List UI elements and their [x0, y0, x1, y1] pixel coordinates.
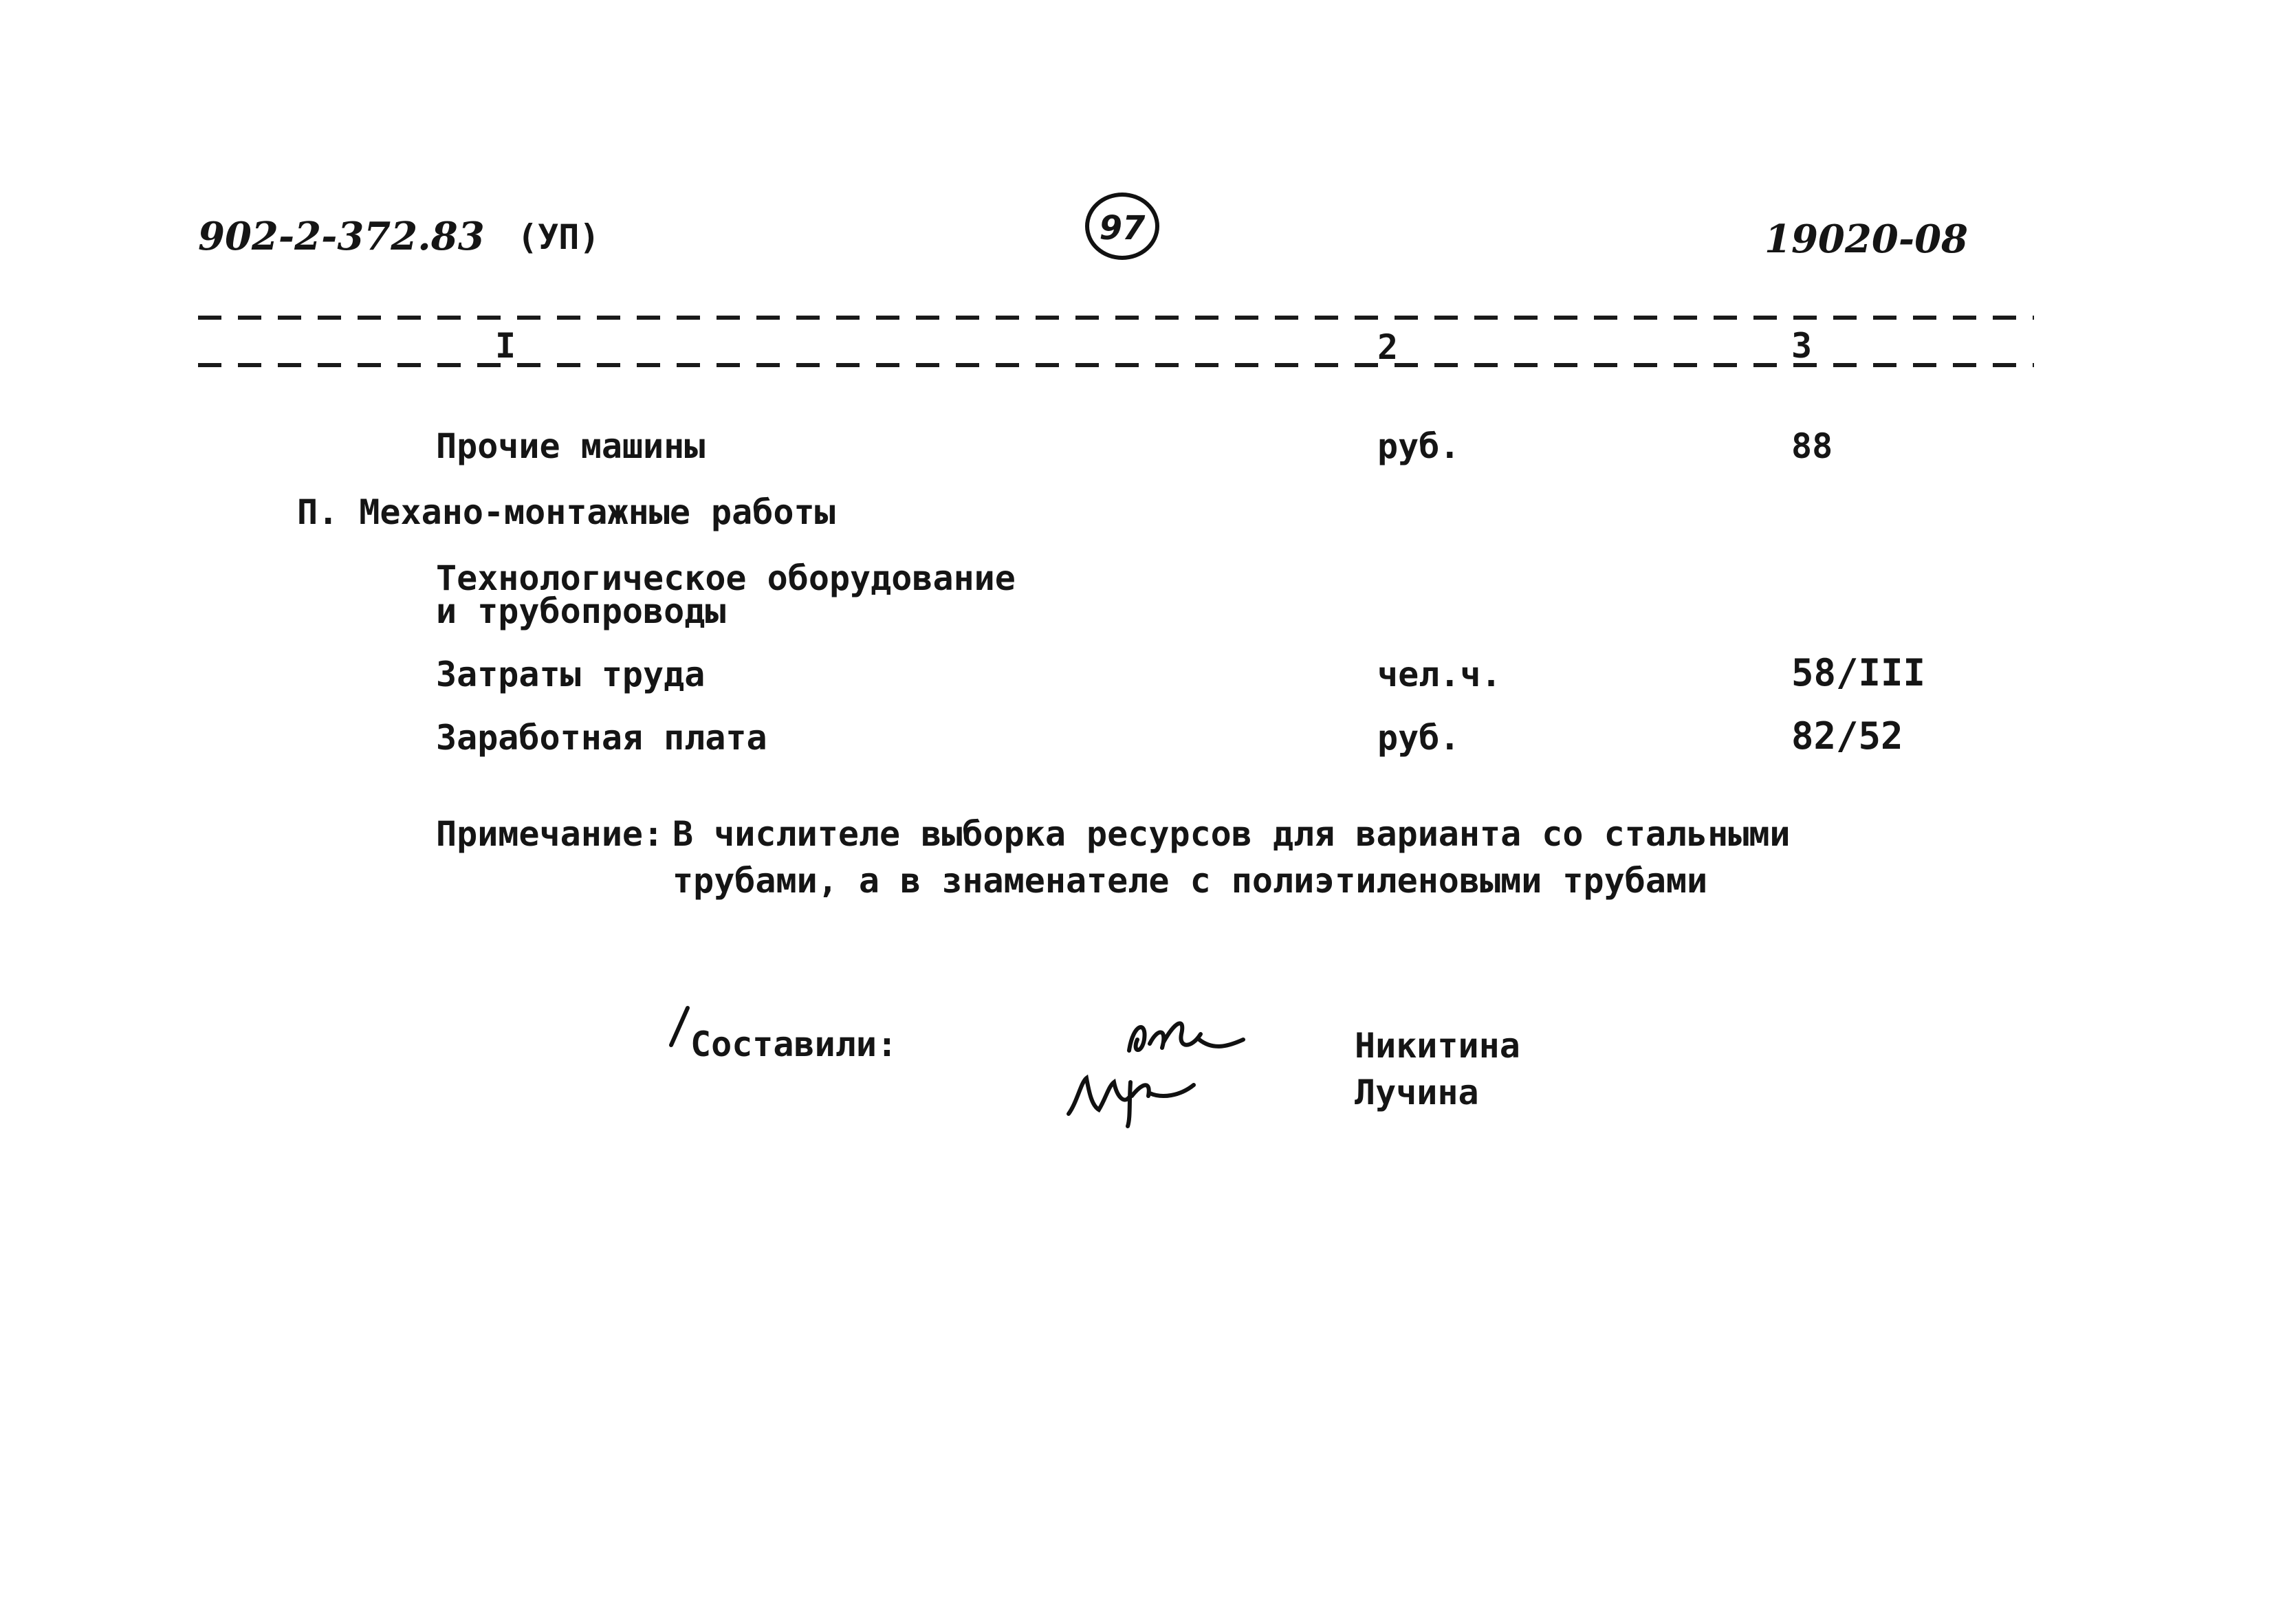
row-unit-labor-costs: чел.ч. [1377, 655, 1502, 694]
column-header-1: I [495, 326, 516, 366]
compiler-name-2: Лучина [1355, 1073, 1479, 1112]
row-label-other-machines: Прочие машины [436, 426, 706, 466]
section-heading: П. Механо-монтажные работы [297, 492, 835, 532]
header-rule-bottom [198, 363, 2034, 367]
signature-luchina [1067, 1074, 1196, 1128]
column-header-3: 3 [1791, 326, 1813, 366]
row-value-wages: 82/52 [1791, 714, 1903, 758]
volume-marker: (УП) [517, 217, 600, 257]
row-label-equipment-line2: и трубопроводы [436, 591, 726, 631]
page-number-stamp: 97 [1085, 193, 1159, 260]
row-label-wages: Заработная плата [436, 718, 767, 758]
signature-nikitina [1127, 1021, 1245, 1053]
document-code: 902-2-372.83 [198, 214, 485, 259]
row-value-other-machines: 88 [1791, 426, 1833, 466]
compilers-label: Составили: [690, 1024, 898, 1064]
note-line-1: В числителе выборка ресурсов для вариант… [673, 814, 1791, 854]
row-label-equipment-line1: Технологическое оборудование [436, 558, 1016, 598]
margin-tick-mark [669, 1006, 690, 1047]
row-unit-wages: руб. [1377, 718, 1461, 758]
row-value-labor-costs: 58/III [1791, 651, 1926, 694]
note-line-2: трубами, а в знаменателе с полиэтиленовы… [673, 861, 1708, 901]
row-unit-other-machines: руб. [1377, 426, 1461, 466]
row-label-labor-costs: Затраты труда [436, 655, 706, 694]
inventory-number: 19020-08 [1764, 217, 1968, 262]
note-prefix: Примечание: [436, 814, 664, 854]
page-number: 97 [1099, 209, 1146, 248]
compiler-name-1: Никитина [1355, 1026, 1520, 1066]
header-rule-top [198, 316, 2034, 320]
column-header-2: 2 [1377, 327, 1399, 367]
